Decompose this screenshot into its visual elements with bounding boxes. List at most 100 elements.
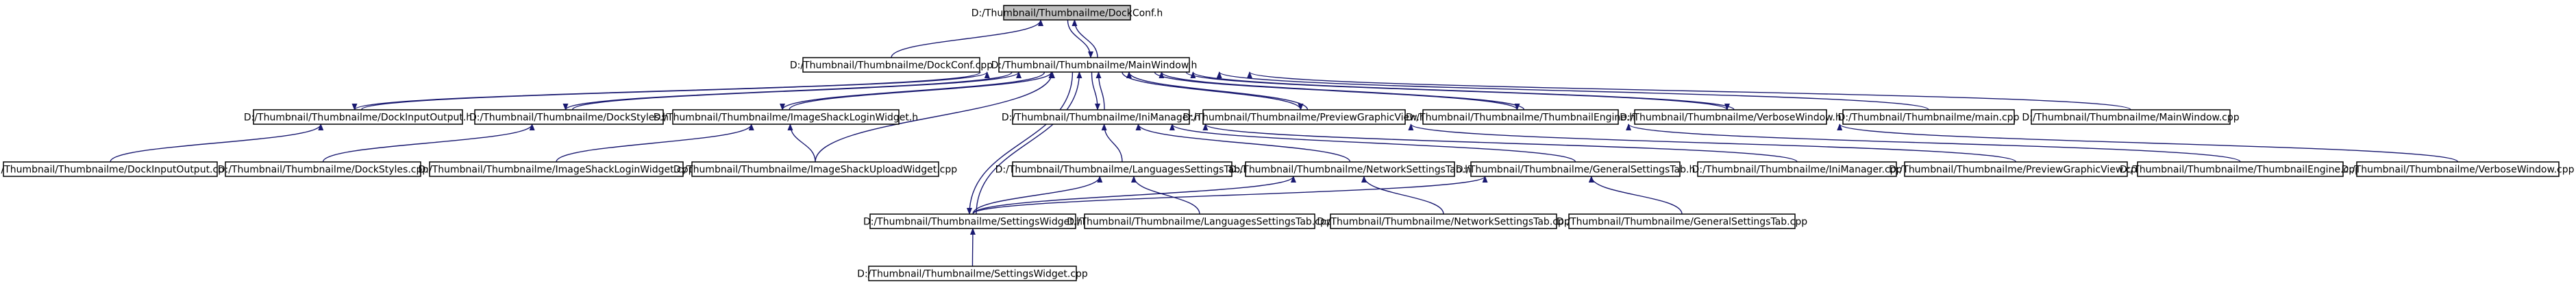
file-node-label: D:/Thumbnail/Thumbnailme/IniManager.cpp xyxy=(1692,165,1903,176)
file-node-box xyxy=(429,161,684,177)
dependency-edge xyxy=(322,124,535,163)
dependency-edge xyxy=(562,71,1013,110)
file-node-label: D:/Thumbnail/Thumbnailme/ImageShackUploa… xyxy=(673,165,957,176)
dependency-edge xyxy=(891,19,1043,58)
file-node-box xyxy=(691,161,939,177)
file-node-label: D:/Thumbnail/Thumbnailme/NetworkSettings… xyxy=(1229,165,1471,176)
dependency-edge xyxy=(1408,124,2017,163)
file-node[interactable]: D:/Thumbnail/Thumbnailme/ThumbnailEngine… xyxy=(2120,161,2361,177)
file-node-box xyxy=(1697,161,1897,177)
file-node-box xyxy=(253,109,463,125)
dependency-edge xyxy=(1626,124,2241,163)
file-node[interactable]: D:/Thumbnail/Thumbnailme/NetworkSettings… xyxy=(1229,161,1471,177)
file-node[interactable]: D:/Thumbnail/Thumbnailme/GeneralSettings… xyxy=(1557,213,1807,229)
file-node-label: D:/Thumbnail/Thumbnailme/DockInputOutput… xyxy=(244,113,472,124)
file-node-label: D:/Thumbnail/Thumbnailme/main.cpp xyxy=(1838,113,2020,124)
dependency-edge xyxy=(972,176,1488,215)
dependency-edge xyxy=(1247,71,2131,110)
file-node-box xyxy=(1012,109,1190,125)
file-node[interactable]: D:/Thumbnail/Thumbnailme/ImageShackLogin… xyxy=(419,161,695,177)
file-node-box xyxy=(869,213,1076,229)
file-node[interactable]: D:/Thumbnail/Thumbnailme/ImageShackUploa… xyxy=(673,161,957,177)
file-node-label: D:/Thumbnail/Thumbnailme/LanguagesSettin… xyxy=(1067,217,1333,228)
file-node-label: D:/Thumbnail/Thumbnailme/ThumbnailEngine… xyxy=(2120,165,2361,176)
file-node-box xyxy=(2137,161,2344,177)
file-node[interactable]: D:/Thumbnail/Thumbnailme/VerboseWindow.c… xyxy=(2341,161,2575,177)
file-node[interactable]: D:/Thumbnail/Thumbnailme/DockInputOutput… xyxy=(0,161,230,177)
file-node[interactable]: D:/Thumbnail/Thumbnailme/MainWindow.cpp xyxy=(2022,109,2240,125)
file-node[interactable]: D:/Thumbnail/Thumbnailme/VerboseWindow.h xyxy=(1620,109,1842,125)
file-node-box xyxy=(1245,161,1455,177)
file-node-box xyxy=(1634,109,1827,125)
file-node[interactable]: D:/Thumbnail/Thumbnailme/ThumbnailEngine… xyxy=(1406,109,1635,125)
file-node[interactable]: D:/Thumbnail/Thumbnailme/LanguagesSettin… xyxy=(1067,213,1333,229)
file-node[interactable]: D:/Thumbnail/Thumbnailme/LanguagesSettin… xyxy=(995,161,1250,177)
file-node[interactable]: D:/Thumbnail/Thumbnailme/DockStyles.h xyxy=(469,109,669,125)
file-node-box xyxy=(802,57,980,73)
dependency-edge xyxy=(787,124,816,163)
file-node[interactable]: D:/Thumbnail/Thumbnailme/main.cpp xyxy=(1838,109,2020,125)
dependency-edge xyxy=(1217,71,1929,110)
dependency-edge xyxy=(1154,71,1520,110)
dependency-edge xyxy=(976,71,1082,215)
dependency-edge xyxy=(1126,71,1309,110)
file-node-box xyxy=(225,161,421,177)
file-node[interactable]: D:/Thumbnail/Thumbnailme/NetworkSettings… xyxy=(1317,213,1570,229)
file-node-label: D:/Thumbnail/Thumbnailme/PreviewGraphicV… xyxy=(1182,113,1425,124)
file-node-label: D:/Thumbnail/Thumbnailme/SettingsWidget.… xyxy=(857,269,1088,280)
file-node-box xyxy=(1470,161,1681,177)
file-node-label: D:/Thumbnail/Thumbnailme/DockConf.cpp xyxy=(790,60,993,71)
dependency-edge xyxy=(1130,176,1200,215)
dependency-edge xyxy=(110,124,324,163)
file-node-label: D:/Thumbnail/Thumbnailme/DockStyles.h xyxy=(469,113,669,124)
file-node[interactable]: D:/Thumbnail/Thumbnailme/MainWindow.h xyxy=(991,57,1198,73)
file-node[interactable]: D:/Thumbnail/Thumbnailme/ImageShackLogin… xyxy=(654,109,918,125)
file-node-label: D:/Thumbnail/Thumbnailme/IniManager.h xyxy=(1002,113,1200,124)
file-node-label: D:/Thumbnail/Thumbnailme/DockInputOutput… xyxy=(0,165,230,176)
file-node[interactable]: D:/Thumbnail/Thumbnailme/PreviewGraphicV… xyxy=(1182,109,1426,125)
dependency-edge xyxy=(1101,124,1123,163)
file-node[interactable]: D:/Thumbnail/Thumbnailme/GeneralSettings… xyxy=(1456,161,1696,177)
dependency-edge xyxy=(556,124,754,163)
file-node[interactable]: D:/Thumbnail/Thumbnailme/IniManager.h xyxy=(1002,109,1200,125)
file-node-box xyxy=(1202,109,1406,125)
edge-layer xyxy=(110,19,2459,267)
dependency-edge xyxy=(1067,19,1093,58)
file-node-label: D:/Thumbnail/Thumbnailme/GeneralSettings… xyxy=(1456,165,1696,176)
dependency-edge xyxy=(972,176,1296,215)
dependency-edge xyxy=(780,71,1045,110)
file-node-box xyxy=(2031,109,2231,125)
dependency-edge xyxy=(1361,176,1444,215)
file-node-label: D:/Thumbnail/Thumbnailme/MainWindow.cpp xyxy=(2022,113,2239,124)
file-node[interactable]: D:/Thumbnail/Thumbnailme/SettingsWidget.… xyxy=(863,213,1082,229)
file-node-box xyxy=(672,109,900,125)
file-node-box xyxy=(2356,161,2560,177)
dependency-edge xyxy=(1588,176,1683,215)
file-node-label: D:/Thumbnail/Thumbnailme/ImageShackLogin… xyxy=(654,113,918,124)
file-node-label: D:/Thumbnail/Thumbnailme/NetworkSettings… xyxy=(1317,217,1570,228)
file-node-box xyxy=(1422,109,1619,125)
file-node[interactable]: D:/Thumbnail/Thumbnailme/DockConf.cpp xyxy=(790,57,993,73)
file-node-box xyxy=(1842,109,2015,125)
dependency-edge xyxy=(1095,71,1105,110)
dependency-edge xyxy=(815,71,1055,163)
file-node-label: D:/Thumbnail/Thumbnailme/GeneralSettings… xyxy=(1557,217,1807,228)
file-node[interactable]: D:/Thumbnail/Thumbnailme/PreviewGraphicV… xyxy=(1889,161,2143,177)
file-node[interactable]: D:/Thumbnail/Thumbnailme/DockStyles.cpp xyxy=(218,161,429,177)
file-node-label: D:/Thumbnail/Thumbnailme/MainWindow.h xyxy=(991,60,1198,71)
file-node-label: D:/Thumbnail/Thumbnailme/VerboseWindow.c… xyxy=(2341,165,2574,176)
dependency-edge xyxy=(1837,124,2459,163)
dependency-edge xyxy=(1169,124,1576,163)
dependency-edge xyxy=(1072,19,1098,58)
file-node[interactable]: D:/Thumbnail/Thumbnailme/DockInputOutput… xyxy=(244,109,472,125)
file-node-box xyxy=(998,57,1190,73)
file-node-box xyxy=(1003,5,1131,21)
file-node-label: D:/Thumbnail/Thumbnailme/PreviewGraphicV… xyxy=(1889,165,2143,176)
file-node[interactable]: D:/Thumbnail/Thumbnailme/SettingsWidget.… xyxy=(857,266,1088,281)
dependency-edge xyxy=(1202,124,1798,163)
file-node-box xyxy=(1904,161,2128,177)
dependency-edge xyxy=(972,176,1103,215)
dependency-edge xyxy=(1185,71,1730,110)
file-node[interactable]: D:/Thumbnail/Thumbnailme/IniManager.cpp xyxy=(1692,161,1903,177)
